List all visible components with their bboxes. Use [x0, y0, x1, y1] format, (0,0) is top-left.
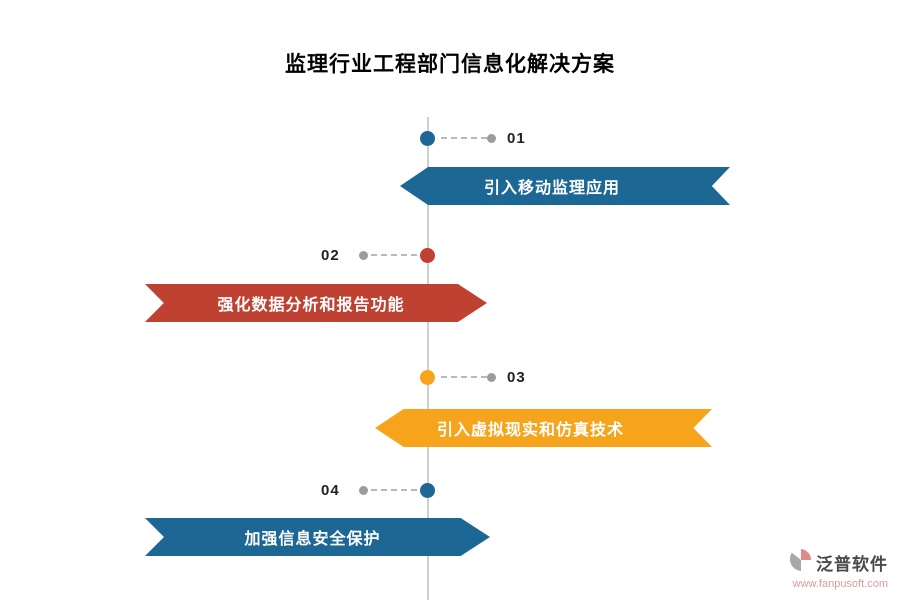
logo-name: 泛普软件 — [816, 555, 888, 574]
milestone-banner-01: 引入移动监理应用 — [400, 167, 730, 205]
milestone-banner-02: 强化数据分析和报告功能 — [145, 284, 487, 322]
fanpu-logo-icon — [789, 548, 812, 577]
connector-dash-02 — [371, 254, 417, 256]
connector-dash-03 — [441, 376, 487, 378]
logo-url: www.fanpusoft.com — [792, 578, 888, 590]
connector-dash-04 — [371, 489, 417, 491]
milestone-number-03: 03 — [507, 369, 526, 386]
connector-end-dot-01 — [487, 134, 496, 143]
milestone-dot-04 — [420, 483, 435, 498]
connector-end-dot-04 — [359, 486, 368, 495]
connector-end-dot-03 — [487, 373, 496, 382]
milestone-dot-01 — [420, 131, 435, 146]
milestone-label-02: 强化数据分析和报告功能 — [217, 297, 405, 314]
milestone-number-01: 01 — [507, 130, 526, 147]
connector-end-dot-02 — [359, 251, 368, 260]
footer-logo: 泛普软件 www.fanpusoft.com — [789, 548, 888, 590]
milestone-dot-03 — [420, 370, 435, 385]
milestone-banner-04: 加强信息安全保护 — [145, 518, 490, 556]
connector-dash-01 — [441, 137, 487, 139]
milestone-banner-03: 引入虚拟现实和仿真技术 — [375, 409, 712, 447]
milestone-number-04: 04 — [321, 482, 340, 499]
milestone-label-04: 加强信息安全保护 — [244, 531, 381, 548]
milestone-dot-02 — [420, 248, 435, 263]
page-title: 监理行业工程部门信息化解决方案 — [285, 53, 615, 76]
milestone-label-01: 引入移动监理应用 — [483, 180, 620, 197]
milestone-number-02: 02 — [321, 247, 340, 264]
milestone-label-03: 引入虚拟现实和仿真技术 — [436, 422, 624, 439]
timeline-axis — [427, 117, 429, 600]
